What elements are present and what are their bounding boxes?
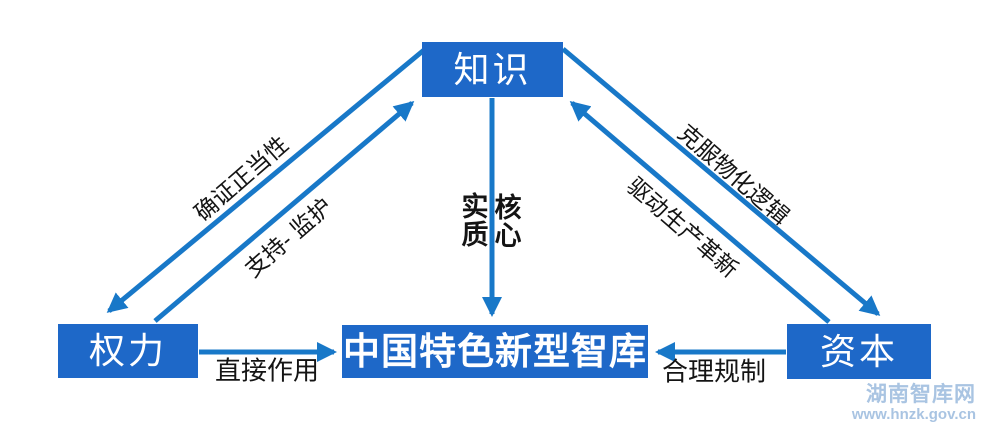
watermark: 湖南智库网 www.hnzk.gov.cn: [852, 383, 976, 423]
node-capital: 资本: [787, 324, 931, 379]
node-power: 权力: [58, 324, 198, 378]
watermark-site-url: www.hnzk.gov.cn: [851, 405, 976, 423]
node-knowledge: 知识: [422, 42, 563, 97]
arrow-knowledge-to-capital: [561, 47, 881, 316]
arrow-capital-to-knowledge: [569, 101, 831, 324]
node-think-tank: 中国特色新型智库: [342, 325, 648, 378]
watermark-site-name: 湖南智库网: [866, 383, 976, 407]
edge-label-direct-effect: 直接作用: [214, 355, 320, 386]
edge-label-reasonable-regulation: 合理规制: [661, 356, 767, 387]
edge-label-core: 核心: [490, 193, 521, 249]
arrow-knowledge-to-power: [106, 48, 426, 313]
arrow-power-to-knowledge: [153, 101, 415, 323]
edge-label-essence: 实质: [457, 192, 488, 248]
